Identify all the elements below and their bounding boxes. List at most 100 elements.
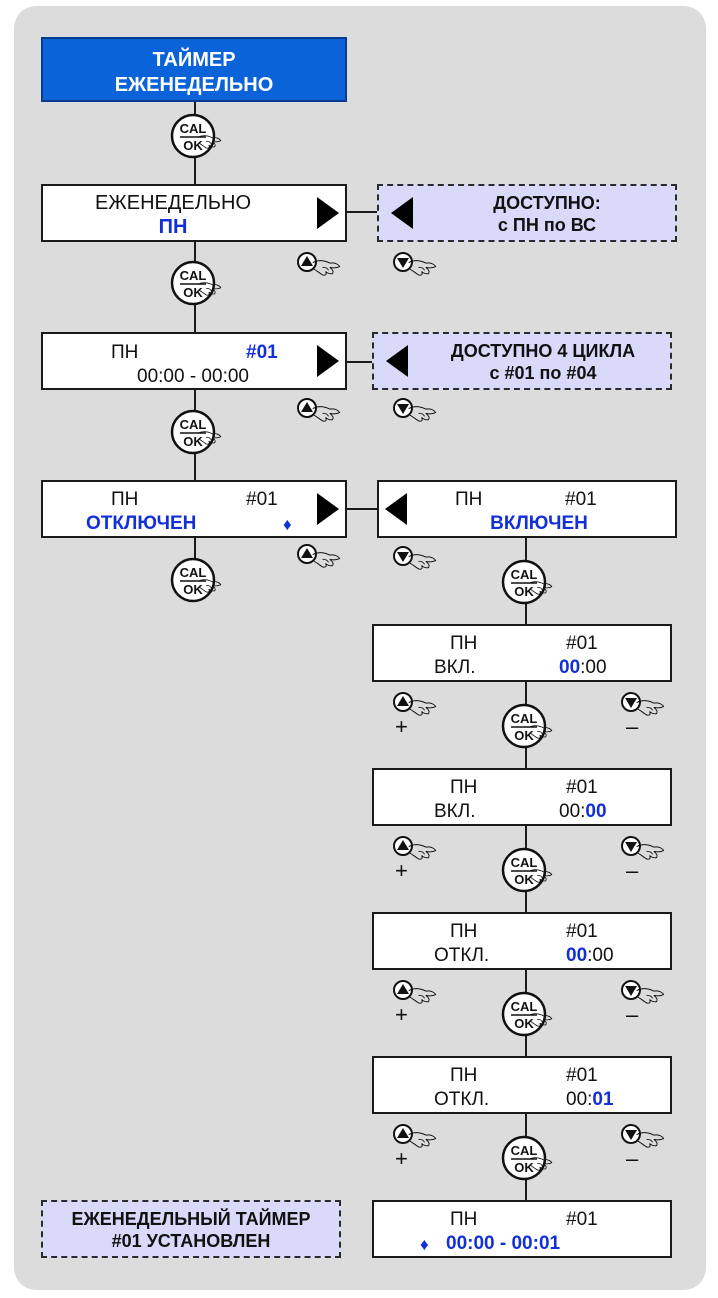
ok-label: OK [514,584,534,599]
up-arrow-button[interactable] [392,978,450,1010]
cal-label: CAL [511,999,538,1014]
up-triangle-icon [301,402,313,412]
display-day: ПН [450,633,478,654]
minus-sign: – [626,858,639,883]
cal-ok-button[interactable]: CAL OK [499,702,553,750]
ok-label: OK [514,1160,534,1175]
time-separator: : [580,657,586,678]
arrow-right-icon [317,493,339,525]
pointing-hand-icon [528,725,553,739]
display-day: ПН [450,777,478,798]
display-day: ПН [450,1209,478,1230]
pointing-hand-icon [312,406,341,422]
cal-label: CAL [511,855,538,870]
down-arrow-button[interactable] [620,1122,678,1154]
display-time-range: 00:00 - 00:01 [446,1233,561,1254]
ok-label: OK [514,872,534,887]
display-off-minute: ПН #01 ОТКЛ. 00:01 [372,1056,672,1114]
pointing-hand-icon [197,579,222,593]
cal-ok-button[interactable]: CAL OK [168,259,222,307]
display-label: ОТКЛ. [434,1089,490,1110]
cal-label: CAL [180,268,207,283]
ok-label: OK [514,728,534,743]
title-line-1: ТАЙМЕР [152,49,236,71]
display-cycle-number: #01 [566,921,598,942]
arrow-left-icon [391,197,413,229]
pointing-hand-icon [528,581,553,595]
ok-label: OK [183,285,203,300]
up-triangle-icon [397,984,409,994]
ok-label: OK [183,138,203,153]
down-triangle-icon [397,258,409,268]
cal-ok-button[interactable]: CAL OK [168,112,222,160]
ok-label: OK [514,1016,534,1031]
cal-ok-button[interactable]: CAL OK [499,558,553,606]
down-arrow-button[interactable] [392,544,450,576]
info-line-2: #01 УСТАНОВЛЕН [111,1231,271,1251]
pointing-hand-icon [197,431,222,445]
display-time: 00:00 [566,945,614,967]
cal-label: CAL [511,567,538,582]
display-day: ПН [450,1065,478,1086]
display-label: ОТКЛ. [434,945,490,966]
down-arrow-button[interactable] [392,250,450,282]
up-arrow-button[interactable] [392,1122,450,1154]
up-arrow-button[interactable] [296,250,354,282]
cal-label: CAL [180,121,207,136]
minute-digits: 00 [585,801,607,822]
up-triangle-icon [301,548,313,558]
minute-digits: 00 [592,945,614,966]
display-off-hour: ПН #01 ОТКЛ. 00:00 [372,912,672,970]
cal-ok-button[interactable]: CAL OK [499,846,553,894]
down-triangle-icon [625,986,637,996]
display-label: ВКЛ. [434,801,476,822]
display-weekly: ЕЖЕНЕДЕЛЬНО ПН [41,184,347,242]
display-cycle-number: #01 [566,633,598,654]
info-available-days: ДОСТУПНО: с ПН по ВС [377,184,677,242]
down-arrow-button[interactable] [620,690,678,722]
display-time: 00:01 [566,1089,614,1111]
pointing-hand-icon [312,260,341,276]
down-arrow-button[interactable] [620,978,678,1010]
pointing-hand-icon [408,554,437,570]
display-day: ПН [450,921,478,942]
down-triangle-icon [625,1130,637,1140]
display-line-1: ЕЖЕНЕДЕЛЬНО [94,192,252,214]
display-cycle-number: #01 [246,489,278,510]
title-line-2: ЕЖЕНЕДЕЛЬНО [114,74,274,96]
pointing-hand-icon [408,700,437,716]
down-arrow-button[interactable] [392,396,450,428]
minus-sign: – [626,1002,639,1027]
up-arrow-button[interactable] [296,542,354,574]
down-arrow-button[interactable] [620,834,678,866]
pointing-hand-icon [528,1013,553,1027]
up-arrow-button[interactable] [392,690,450,722]
plus-sign: + [395,714,408,739]
info-line-1: ДОСТУПНО: [493,193,601,213]
info-line-2: с #01 по #04 [489,363,597,383]
display-state: ОТКЛЮЧЕН [86,513,197,534]
connector-line [345,211,377,213]
connector-line [345,361,372,363]
diamond-icon: ♦ [420,1235,429,1254]
pointing-hand-icon [636,988,665,1004]
connector-line [345,508,377,510]
cal-label: CAL [511,711,538,726]
up-arrow-button[interactable] [296,396,354,428]
info-available-cycles: ДОСТУПНО 4 ЦИКЛА с #01 по #04 [372,332,672,390]
time-separator: : [580,801,586,822]
hour-digits: 00 [566,945,588,966]
down-triangle-icon [625,698,637,708]
pointing-hand-icon [197,135,222,149]
plus-sign: + [395,1002,408,1027]
down-triangle-icon [397,552,409,562]
up-arrow-button[interactable] [392,834,450,866]
display-day: ПН [455,489,483,510]
pointing-hand-icon [197,282,222,296]
arrow-left-icon [386,345,408,377]
info-line-1: ДОСТУПНО 4 ЦИКЛА [450,341,636,361]
cal-ok-button[interactable]: CAL OK [499,990,553,1038]
